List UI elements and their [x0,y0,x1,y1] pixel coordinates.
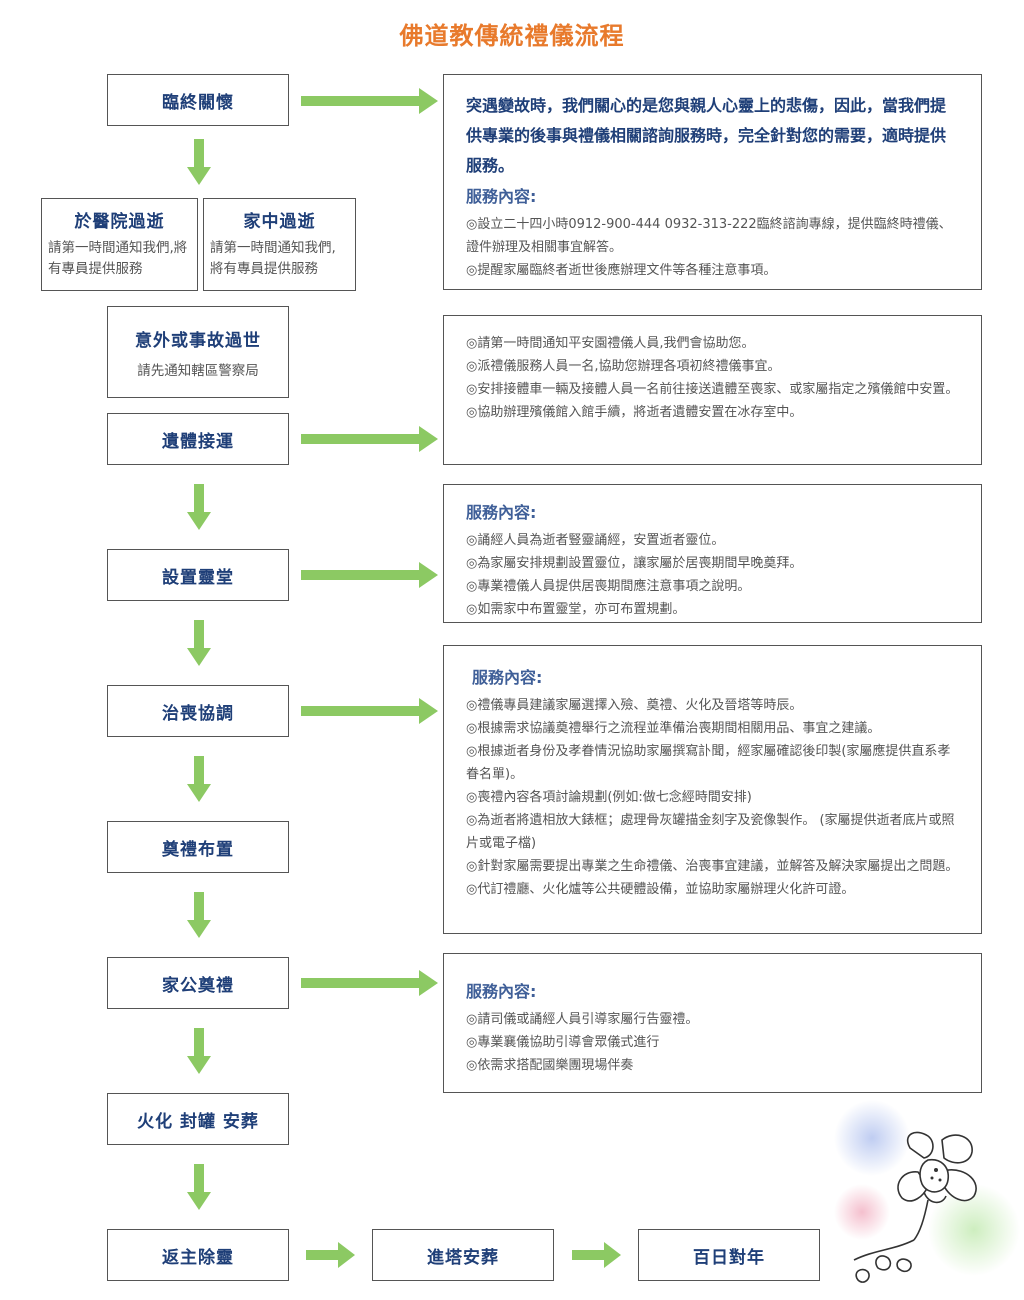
list-item: ◎為逝者將遺相放大錶框；處理骨灰罐描金刻字及瓷像製作。 (家屬提供逝者底片或照片… [466,813,955,851]
step-label: 返主除靈 [162,1247,234,1268]
step-return-spirit: 返主除靈 [107,1229,289,1281]
info-heading: 服務內容: [466,982,537,1001]
info-box-set-up-hall: 服務內容: ◎誦經人員為逝者豎靈誦經，安置逝者靈位。 ◎為家屬安排規劃設置靈位，… [443,484,982,623]
right-arrow-icon [301,426,438,452]
list-item: ◎根據需求協議奠禮舉行之流程並準備治喪期間相關用品、事宜之建議。 [466,721,881,736]
step-note: 請第一時間通知我們,將有專員提供服務 [48,240,188,277]
down-arrow-icon [187,484,211,530]
step-label: 火化 封罐 安葬 [137,1111,259,1132]
list-item: ◎專業襄儀協助引導會眾儀式進行 [466,1035,660,1050]
step-memorial-arrangement: 奠禮布置 [107,821,289,873]
step-label: 百日對年 [693,1247,765,1268]
list-item: ◎設立二十四小時0912-900-444 0932-313-222臨終諮詢專線，… [466,217,952,255]
list-item: ◎請司儀或誦經人員引導家屬行告靈禮。 [466,1012,699,1027]
list-item: ◎喪禮內容各項討論規劃(例如:做七念經時間安排) [466,790,752,805]
info-list: ◎請司儀或誦經人員引導家屬行告靈禮。 ◎專業襄儀協助引導會眾儀式進行 ◎依需求搭… [466,1008,959,1077]
right-arrow-icon [301,88,438,114]
step-note: 請先通知轄區警察局 [137,362,259,379]
right-arrow-icon [301,970,438,996]
right-arrow-icon [572,1242,621,1268]
down-arrow-icon [187,1164,211,1210]
step-label: 設置靈堂 [162,567,234,588]
info-heading: 服務內容: [466,187,537,206]
list-item: ◎如需家中布置靈堂，亦可布置規劃。 [466,602,686,617]
info-box-funeral-coordination: 服務內容: ◎禮儀專員建議家屬選擇入殮、奠禮、火化及晉塔等時辰。 ◎根據需求協議… [443,645,982,934]
step-label: 治喪協調 [162,703,234,724]
right-arrow-icon [301,698,438,724]
down-arrow-icon [187,139,211,185]
step-public-memorial: 家公奠禮 [107,957,289,1009]
step-hundred-days: 百日對年 [638,1229,820,1281]
step-label: 奠禮布置 [162,839,234,860]
step-label: 臨終關懷 [162,92,234,113]
list-item: ◎安排接體車一輛及接體人員一名前往接送遺體至喪家、或家屬指定之殯儀館中安置。 [466,382,959,397]
step-label: 家公奠禮 [162,975,234,996]
orchid-decoration-icon [834,1100,1020,1283]
list-item: ◎依需求搭配國樂團現場伴奏 [466,1058,634,1073]
right-arrow-icon [301,562,438,588]
list-item: ◎代訂禮廳、火化爐等公共硬體設備，並協助家屬辦理火化許可證。 [466,882,855,897]
info-box-public-memorial: 服務內容: ◎請司儀或誦經人員引導家屬行告靈禮。 ◎專業襄儀協助引導會眾儀式進行… [443,953,982,1093]
step-home-death: 家中過逝 請第一時間通知我們,將有專員提供服務 [203,198,356,291]
step-label: 遺體接運 [162,431,234,452]
step-accident-death: 意外或事故過世 請先通知轄區警察局 [107,306,289,398]
right-arrow-icon [306,1242,355,1268]
step-label: 家中過逝 [243,212,316,232]
down-arrow-icon [187,1028,211,1074]
info-list: ◎設立二十四小時0912-900-444 0932-313-222臨終諮詢專線，… [466,213,959,282]
info-box-body-transport: ◎請第一時間通知平安園禮儀人員,我們會協助您。 ◎派禮儀服務人員一名,協助您辦理… [443,315,982,465]
step-funeral-coordination: 治喪協調 [107,685,289,737]
step-label: 於醫院過逝 [74,212,165,232]
down-arrow-icon [187,892,211,938]
list-item: ◎派禮儀服務人員一名,協助您辦理各項初終禮儀事宜。 [466,359,781,374]
info-box-terminal-care: 突遇變故時，我們關心的是您與親人心靈上的悲傷，因此，當我們提供專業的後事與禮儀相… [443,74,982,290]
list-item: ◎請第一時間通知平安園禮儀人員,我們會協助您。 [466,336,755,351]
list-item: ◎協助辦理殯儀館入館手續，將逝者遺體安置在冰存室中。 [466,405,803,420]
step-hospital-death: 於醫院過逝 請第一時間通知我們,將有專員提供服務 [41,198,198,291]
step-cremation-burial: 火化 封罐 安葬 [107,1093,289,1145]
list-item: ◎根據逝者身份及孝眷情況協助家屬撰寫訃聞，經家屬確認後印製(家屬應提供直系孝眷名… [466,744,951,782]
list-item: ◎誦經人員為逝者豎靈誦經，安置逝者靈位。 [466,533,725,548]
step-note: 請第一時間通知我們,將有專員提供服務 [210,240,336,277]
list-item: ◎禮儀專員建議家屬選擇入殮、奠禮、火化及晉塔等時辰。 [466,698,803,713]
list-item: ◎提醒家屬臨終者逝世後應辦理文件等各種注意事項。 [466,263,777,278]
down-arrow-icon [187,620,211,666]
page-title: 佛道教傳統禮儀流程 [399,22,625,50]
step-label: 意外或事故過世 [135,330,261,351]
info-list: ◎請第一時間通知平安園禮儀人員,我們會協助您。 ◎派禮儀服務人員一名,協助您辦理… [466,332,959,424]
list-item: ◎針對家屬需要提出專業之生命禮儀、治喪事宜建議，並解答及解決家屬提出之問題。 [466,859,959,874]
list-item: ◎為家屬安排規劃設置靈位，讓家屬於居喪期間早晚奠拜。 [466,556,803,571]
step-tower-enshrinement: 進塔安葬 [372,1229,554,1281]
step-label: 進塔安葬 [427,1247,499,1268]
list-item: ◎專業禮儀人員提供居喪期間應注意事項之說明。 [466,579,751,594]
info-list: ◎禮儀專員建議家屬選擇入殮、奠禮、火化及晉塔等時辰。 ◎根據需求協議奠禮舉行之流… [466,694,959,901]
info-heading: 服務內容: [466,503,537,522]
info-heading: 服務內容: [472,668,543,687]
step-terminal-care: 臨終關懷 [107,74,289,126]
down-arrow-icon [187,756,211,802]
step-set-up-hall: 設置靈堂 [107,549,289,601]
info-list: ◎誦經人員為逝者豎靈誦經，安置逝者靈位。 ◎為家屬安排規劃設置靈位，讓家屬於居喪… [466,529,959,621]
info-intro: 突遇變故時，我們關心的是您與親人心靈上的悲傷，因此，當我們提供專業的後事與禮儀相… [466,96,947,175]
step-body-transport: 遺體接運 [107,413,289,465]
